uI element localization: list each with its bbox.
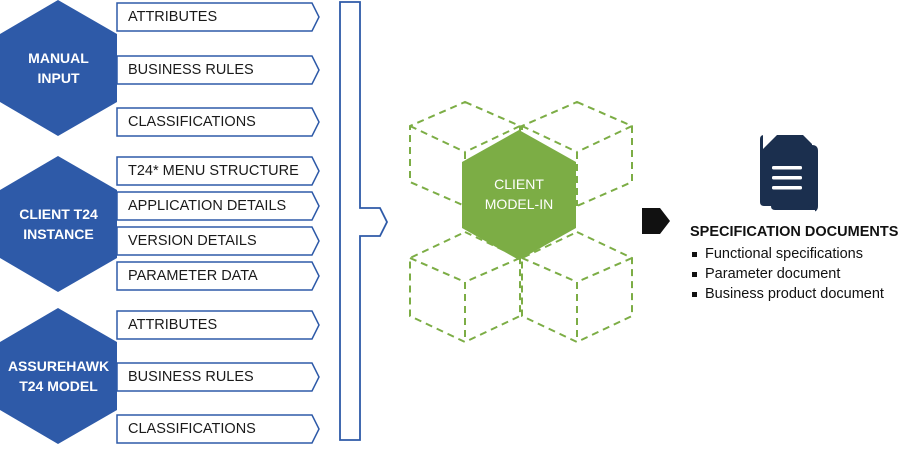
tab-label: ATTRIBUTES bbox=[128, 317, 218, 333]
tab-label: BUSINESS RULES bbox=[128, 369, 254, 385]
tab-label: T24* MENU STRUCTURE bbox=[128, 163, 299, 179]
center-hexagon bbox=[462, 130, 576, 260]
bracket-connector bbox=[339, 1, 389, 441]
output-item-text: Business product document bbox=[705, 286, 884, 302]
output-item-text: Parameter document bbox=[705, 266, 841, 282]
output-list-item: Parameter document bbox=[690, 264, 884, 284]
hex-manual-input bbox=[0, 0, 117, 136]
output-list-item: Business product document bbox=[690, 284, 884, 304]
output-list: Functional specifications Parameter docu… bbox=[690, 244, 884, 304]
bullet-icon bbox=[692, 251, 697, 257]
tab-shape bbox=[116, 310, 320, 340]
group-label-assurehawk-model: ASSUREHAWK T24 MODEL bbox=[7, 358, 110, 394]
output-item-text: Functional specifications bbox=[705, 246, 863, 262]
output-arrow bbox=[642, 208, 670, 234]
tab-label: VERSION DETAILS bbox=[128, 233, 257, 249]
center-label: CLIENT MODEL-IN bbox=[484, 176, 554, 212]
tab-label: BUSINESS RULES bbox=[128, 62, 254, 78]
tab-label: APPLICATION DETAILS bbox=[128, 198, 287, 214]
bullet-icon bbox=[692, 291, 697, 297]
bullet-icon bbox=[692, 271, 697, 277]
group-label-manual-input: MANUAL INPUT bbox=[28, 50, 89, 86]
tab-shape bbox=[116, 107, 320, 137]
hex-client-t24-instance bbox=[0, 156, 117, 292]
output-list-item: Functional specifications bbox=[690, 244, 884, 264]
tab-label: ATTRIBUTES bbox=[128, 9, 218, 25]
group-label-client-t24-instance: CLIENT T24 INSTANCE bbox=[19, 206, 98, 242]
hex-assurehawk-model bbox=[0, 308, 117, 444]
output-title: SPECIFICATION DOCUMENTS bbox=[690, 224, 899, 240]
tab-shape bbox=[116, 156, 320, 186]
tab-shape bbox=[116, 55, 320, 85]
tab-label: CLASSIFICATIONS bbox=[128, 421, 256, 437]
document-stack-icon bbox=[760, 135, 818, 214]
tab-label: PARAMETER DATA bbox=[128, 268, 258, 284]
tab-shape bbox=[116, 226, 320, 256]
tab-shape bbox=[116, 414, 320, 444]
tab-shape bbox=[116, 362, 320, 392]
tab-shape bbox=[116, 261, 320, 291]
tab-shape bbox=[116, 2, 320, 32]
tab-label: CLASSIFICATIONS bbox=[128, 114, 256, 130]
tab-shape bbox=[116, 191, 320, 221]
